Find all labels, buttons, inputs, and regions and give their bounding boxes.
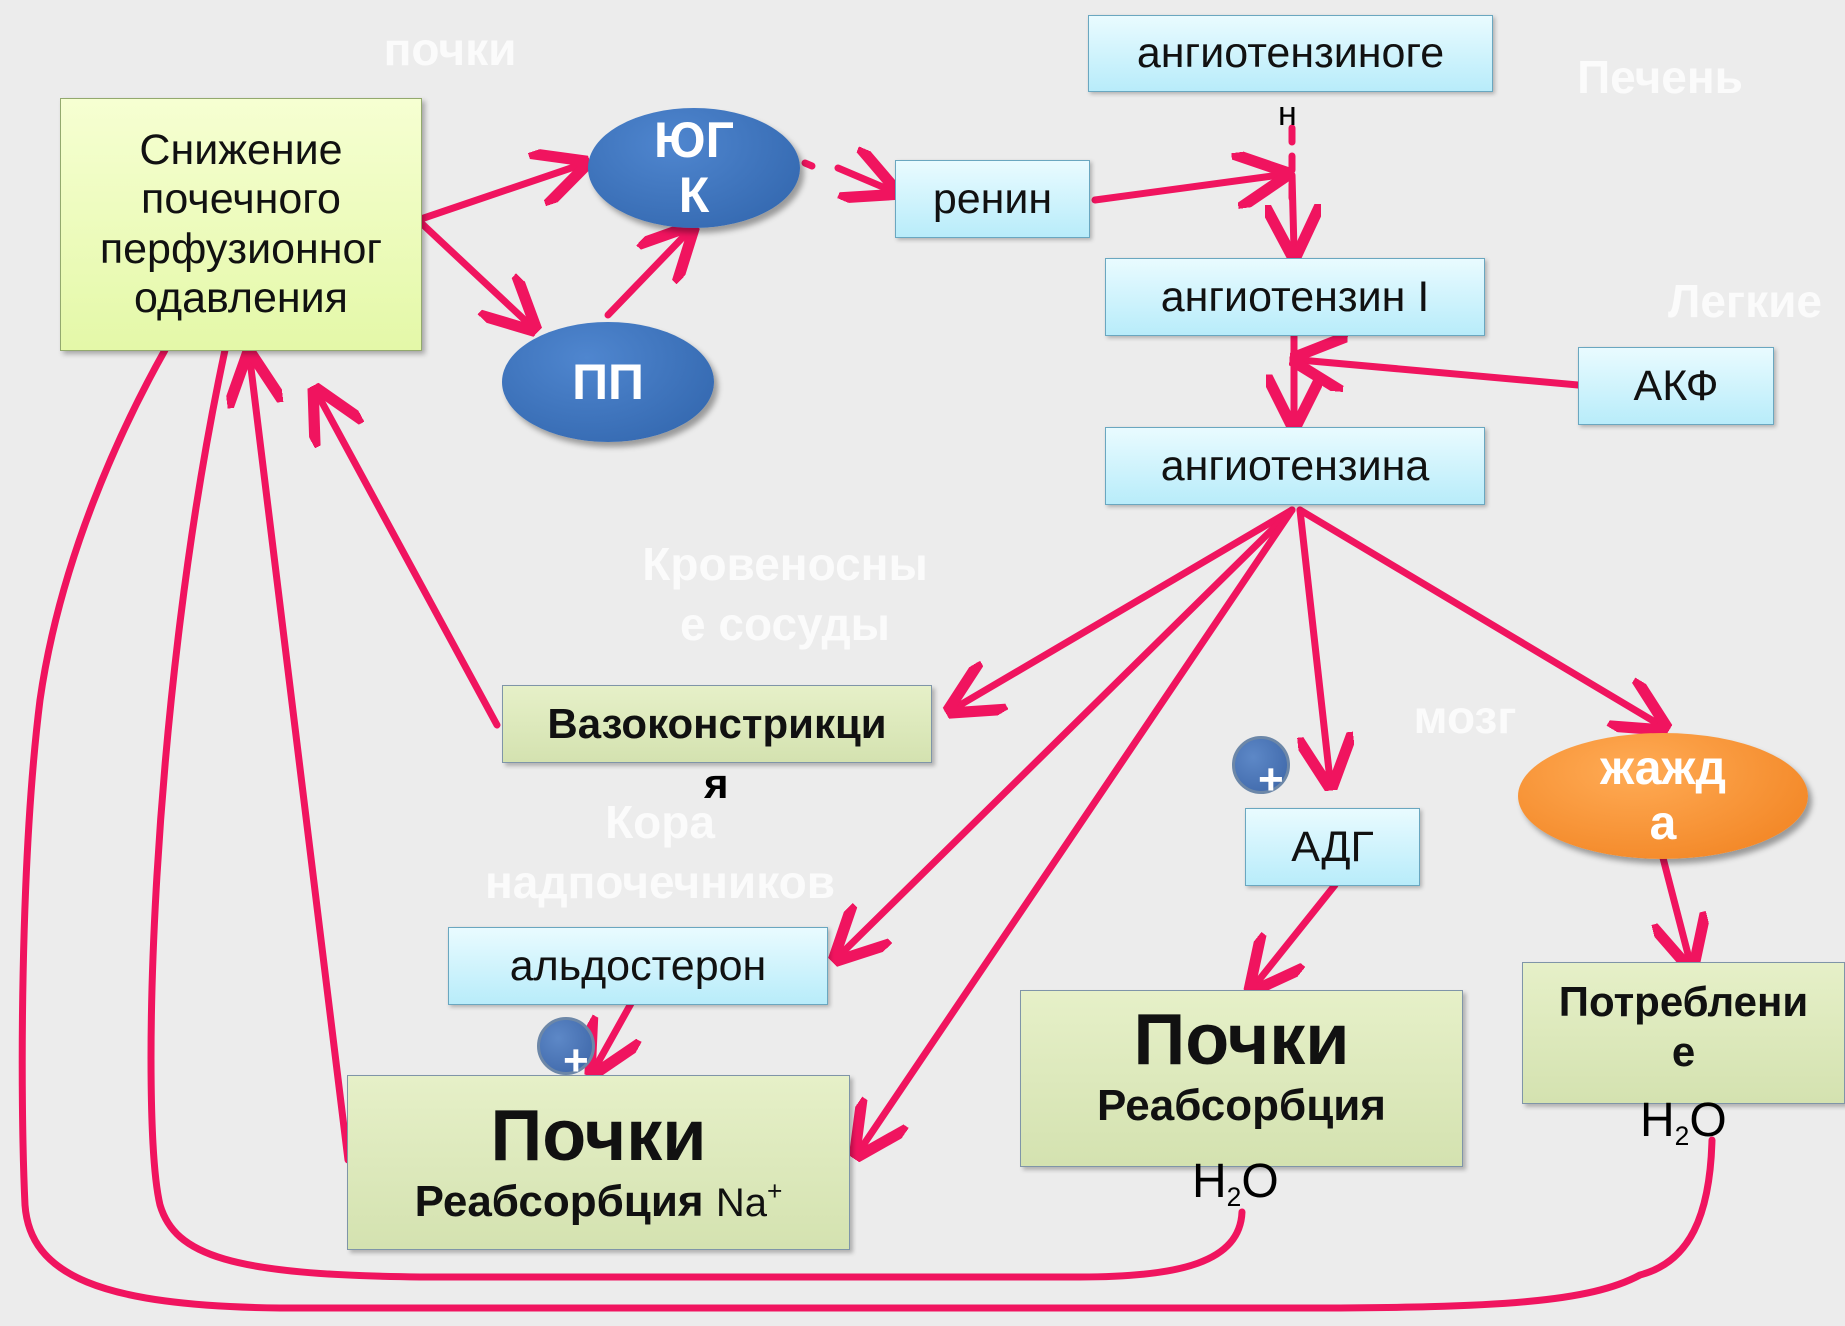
node-consumption: Потреблени е [1522,962,1845,1104]
node-kidneys-na-charge: + [766,1175,783,1206]
arrow-renin-to-conversion [1091,175,1280,200]
arrow-aldosterone-to-kidneys [595,996,633,1068]
node-ace-text: АКФ [1633,361,1719,410]
node-kidneys-na: Почки Реабсорбция Na+ [347,1075,850,1250]
node-angiotensinogen: ангиотензиноге [1088,15,1493,92]
arrow-pressure-to-pp [414,216,530,325]
node-angiotensinogen-text: ангиотензиноге [1136,29,1445,77]
node-jga: ЮГ К [588,108,800,228]
node-thirst-line1: жажд [1600,741,1726,795]
label-liver: Печень [1577,51,1743,103]
node-consumption-formula-sub: 2 [1674,1121,1690,1152]
label-adrenal-cortex: Кора надпочечников [484,796,835,908]
plus-marker-adh: + [1232,736,1290,802]
node-angiotensin-2: ангиотензина [1105,427,1485,505]
node-kidneys-h2o-formula-o: O [1241,1155,1279,1208]
node-consumption-line1: Потреблени [1558,978,1809,1025]
node-consumption-line2: е [1671,1028,1696,1076]
node-kidneys-h2o-formula-sub: 2 [1226,1182,1242,1213]
node-vasoconstriction: Вазоконстрикци [502,685,932,763]
arrow-kidneys-na-to-pressure [250,360,352,1164]
arrow-ang2-to-kidneys-na [860,506,1296,1150]
node-kidneys-na-ion: Na [715,1180,767,1225]
label-lungs: Легкие [1668,275,1822,327]
node-adh: АДГ [1245,808,1420,886]
node-renin-text: ренин [932,174,1053,223]
node-pressure-drop: Снижение почечного перфузионног одавлени… [60,98,422,351]
node-aldosterone-text: альдостерон [509,941,767,990]
node-angiotensin-1-text: ангиотензин I [1160,272,1430,321]
arrow-ang2-to-thirst [1296,506,1660,725]
node-pp-text: ПП [572,354,644,410]
plus-marker-aldosterone: + [537,1017,595,1083]
label-kidneys-top: почки [383,23,517,75]
arrow-pp-to-jga [604,232,688,319]
node-renin: ренин [895,160,1090,238]
node-ace: АКФ [1578,347,1774,425]
node-kidneys-h2o-title: Почки [1133,1000,1350,1080]
node-kidneys-h2o-formula-h: H [1192,1155,1227,1208]
arrow-vasoconstriction-to-pressure [318,395,501,729]
node-consumption-formula: H2O [1640,1097,1727,1150]
arrow-jga-to-renin-head [834,168,890,190]
arrow-ang2-to-adh [1296,506,1330,780]
loop-kidneys-h2o-to-pressure [147,346,1246,1281]
node-kidneys-na-subtitle: Реабсорбция [414,1176,704,1226]
arrow-angiotensinogen-to-ang1 [1292,171,1294,250]
node-angiotensinogen-overflow: н [1278,95,1297,133]
node-kidneys-na-subtitle-row: Реабсорбция Na+ [415,1176,783,1229]
node-thirst: жажд а [1518,733,1808,859]
node-kidneys-h2o-subtitle: Реабсорбция [1097,1081,1386,1131]
arrow-thirst-to-consumption [1663,854,1690,962]
arrow-pressure-to-jga [414,165,580,224]
node-kidneys-na-title: Почки [490,1095,707,1176]
loop-consumption-to-pressure [18,346,1716,1312]
arrow-adh-to-kidneys [1255,881,1339,985]
plus-marker-adh-sign: + [1258,755,1284,804]
label-vessels: Кровеносны е сосуды [642,538,928,650]
arrow-jga-to-renin [801,159,816,170]
node-angiotensin-1: ангиотензин I [1105,258,1485,336]
node-adh-text: АДГ [1291,822,1374,871]
arrow-ang2-to-aldosterone [840,506,1296,955]
arrow-ace-to-conversion [1300,360,1582,385]
node-jga-line2: К [678,167,710,223]
node-pressure-drop-text: Снижение почечного перфузионног одавлени… [99,125,383,322]
node-kidneys-h2o-formula: H2O [1192,1158,1279,1211]
node-consumption-formula-h: H [1640,1094,1675,1147]
node-vasoconstriction-text: Вазоконстрикци [547,700,887,747]
node-jga-line1: ЮГ [654,112,734,168]
arrow-ang2-to-vasoconstriction [955,506,1296,708]
plus-marker-aldosterone-sign: + [563,1036,589,1085]
node-angiotensin-2-text: ангиотензина [1160,441,1430,490]
node-vasoconstriction-overflow: я [704,760,729,807]
node-aldosterone: альдостерон [448,927,828,1005]
label-brain: мозг [1413,691,1517,743]
node-consumption-formula-o: O [1689,1094,1727,1147]
node-kidneys-h2o: Почки Реабсорбция [1020,990,1463,1167]
node-pp: ПП [502,322,714,442]
node-thirst-line2: а [1649,797,1677,850]
